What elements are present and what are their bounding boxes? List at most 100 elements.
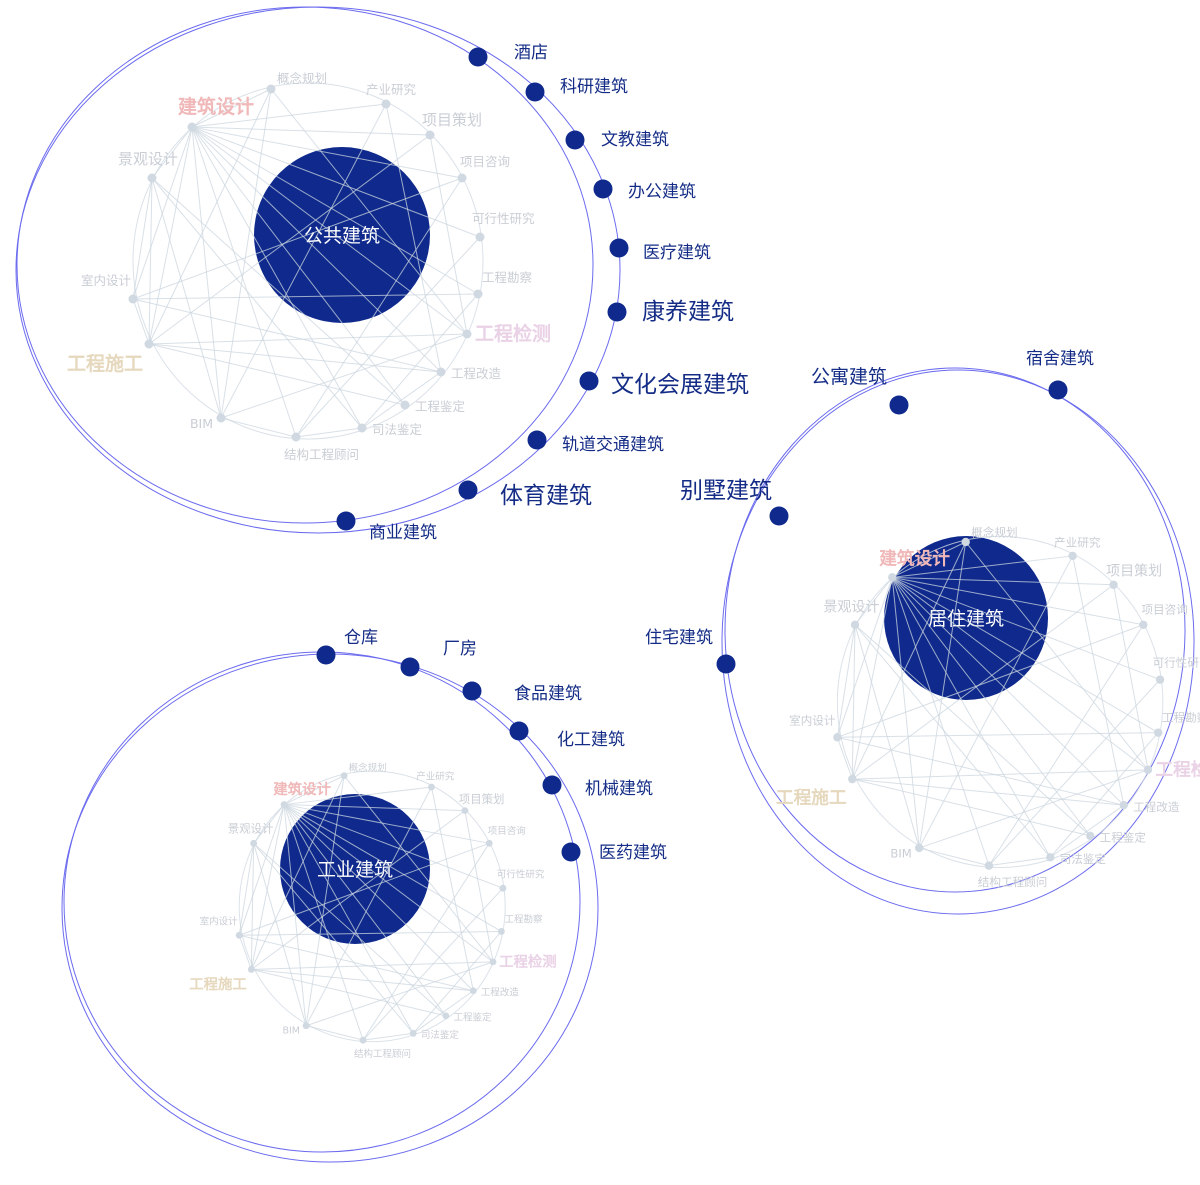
network-link: [854, 624, 1051, 858]
service-label: 工程检测: [1155, 758, 1200, 780]
building-type-label[interactable]: 文教建筑: [601, 130, 669, 150]
service-label: 项目策划: [422, 111, 482, 129]
building-type-label[interactable]: 宿舍建筑: [1026, 349, 1094, 369]
network-node: [457, 173, 467, 183]
building-type-dot[interactable]: [716, 654, 736, 674]
service-label: 建筑设计: [178, 95, 254, 118]
network-node: [302, 1022, 310, 1030]
service-label: 工程施工: [67, 352, 143, 375]
service-label: BIM: [282, 1025, 300, 1036]
service-label: 工程改造: [1133, 800, 1180, 814]
network-link: [191, 126, 431, 136]
network-node: [1154, 728, 1163, 737]
building-type-label[interactable]: 文化会展建筑: [611, 372, 749, 398]
building-type-dot[interactable]: [542, 775, 562, 795]
network-link: [852, 778, 1091, 837]
building-type-label[interactable]: 公寓建筑: [811, 366, 887, 388]
network-link: [892, 555, 1073, 578]
building-type-label[interactable]: 康养建筑: [642, 299, 734, 325]
building-type-label[interactable]: 轨道交通建筑: [562, 435, 664, 455]
network-link: [220, 417, 297, 438]
network-link: [191, 126, 406, 406]
service-label: BIM: [890, 846, 911, 860]
network-node: [1139, 620, 1148, 629]
network-node: [888, 573, 897, 582]
network-link: [1050, 804, 1125, 858]
building-type-dot[interactable]: [609, 238, 629, 258]
network-node: [128, 294, 138, 304]
network-node: [144, 339, 154, 349]
network-link: [238, 935, 252, 970]
building-type-dot[interactable]: [527, 430, 547, 450]
building-type-label[interactable]: 商业建筑: [369, 523, 437, 543]
building-type-dot[interactable]: [769, 506, 789, 526]
network-node: [1109, 580, 1118, 589]
building-type-dot[interactable]: [1048, 380, 1068, 400]
network-link: [852, 778, 1124, 806]
network-node: [1068, 551, 1077, 561]
building-type-label[interactable]: 住宅建筑: [645, 628, 713, 648]
service-label: 可行性研究: [497, 869, 545, 881]
network-link: [191, 126, 481, 238]
building-type-dot[interactable]: [579, 371, 599, 391]
building-type-dot[interactable]: [509, 721, 529, 741]
building-type-dot[interactable]: [889, 395, 909, 415]
network-link: [132, 298, 150, 345]
service-label: 工程施工: [776, 786, 847, 808]
hub-circle[interactable]: [884, 536, 1048, 700]
building-type-label[interactable]: 别墅建筑: [680, 478, 772, 504]
network-link: [305, 1025, 364, 1041]
service-label: 工程勘察: [1162, 710, 1200, 724]
network-node: [1143, 765, 1153, 775]
building-type-dot[interactable]: [336, 511, 356, 531]
building-type-dot[interactable]: [525, 82, 545, 102]
network-node: [187, 122, 197, 132]
network-link: [362, 887, 504, 1041]
building-type-dot[interactable]: [593, 179, 613, 199]
building-type-label[interactable]: 医药建筑: [599, 843, 667, 863]
network-link: [412, 931, 502, 1034]
network-link: [132, 298, 442, 373]
building-type-dot[interactable]: [565, 130, 585, 150]
building-type-dot[interactable]: [561, 842, 581, 862]
building-type-dot[interactable]: [468, 47, 488, 67]
network-node: [473, 289, 483, 299]
service-network: 概念规划产业研究项目策划项目咨询可行性研究工程勘察工程检测工程改造工程鉴定司法鉴…: [67, 71, 551, 462]
building-type-label[interactable]: 酒店: [514, 43, 548, 63]
building-type-dot[interactable]: [458, 480, 478, 500]
network-link: [851, 584, 1114, 780]
building-type-label[interactable]: 厂房: [443, 639, 477, 659]
network-node: [1086, 831, 1095, 841]
building-type-label[interactable]: 科研建筑: [560, 77, 628, 97]
building-type-label[interactable]: 机械建筑: [585, 779, 653, 799]
network-link: [283, 786, 432, 806]
network-link: [412, 990, 474, 1034]
building-type-dot[interactable]: [462, 681, 482, 701]
network-link: [988, 679, 1161, 866]
service-label: 工程鉴定: [1100, 830, 1147, 844]
service-label: 室内设计: [81, 273, 131, 288]
service-network: 概念规划产业研究项目策划项目咨询可行性研究工程勘察工程检测工程改造工程鉴定司法鉴…: [776, 525, 1200, 889]
network-link: [270, 88, 468, 335]
building-type-label[interactable]: 医疗建筑: [643, 243, 711, 263]
building-type-label[interactable]: 办公建筑: [628, 182, 696, 202]
network-node: [291, 432, 301, 442]
building-type-dot[interactable]: [400, 657, 420, 677]
network-link: [464, 810, 494, 962]
hub-circle[interactable]: [254, 147, 430, 323]
building-type-label[interactable]: 食品建筑: [514, 684, 582, 704]
network-link: [151, 177, 406, 406]
building-type-label[interactable]: 化工建筑: [557, 730, 625, 750]
network-link: [283, 804, 490, 844]
building-type-dot[interactable]: [607, 302, 627, 322]
service-label: 产业研究: [1054, 536, 1101, 550]
network-link: [295, 236, 481, 438]
building-type-label[interactable]: 仓库: [344, 628, 378, 648]
building-type-label[interactable]: 体育建筑: [500, 483, 592, 509]
network-node: [359, 1036, 367, 1044]
network-node: [425, 130, 435, 140]
hub-label: 公共建筑: [304, 225, 380, 247]
building-type-dot[interactable]: [316, 645, 336, 665]
network-link: [251, 968, 447, 1017]
network-link: [220, 333, 468, 419]
